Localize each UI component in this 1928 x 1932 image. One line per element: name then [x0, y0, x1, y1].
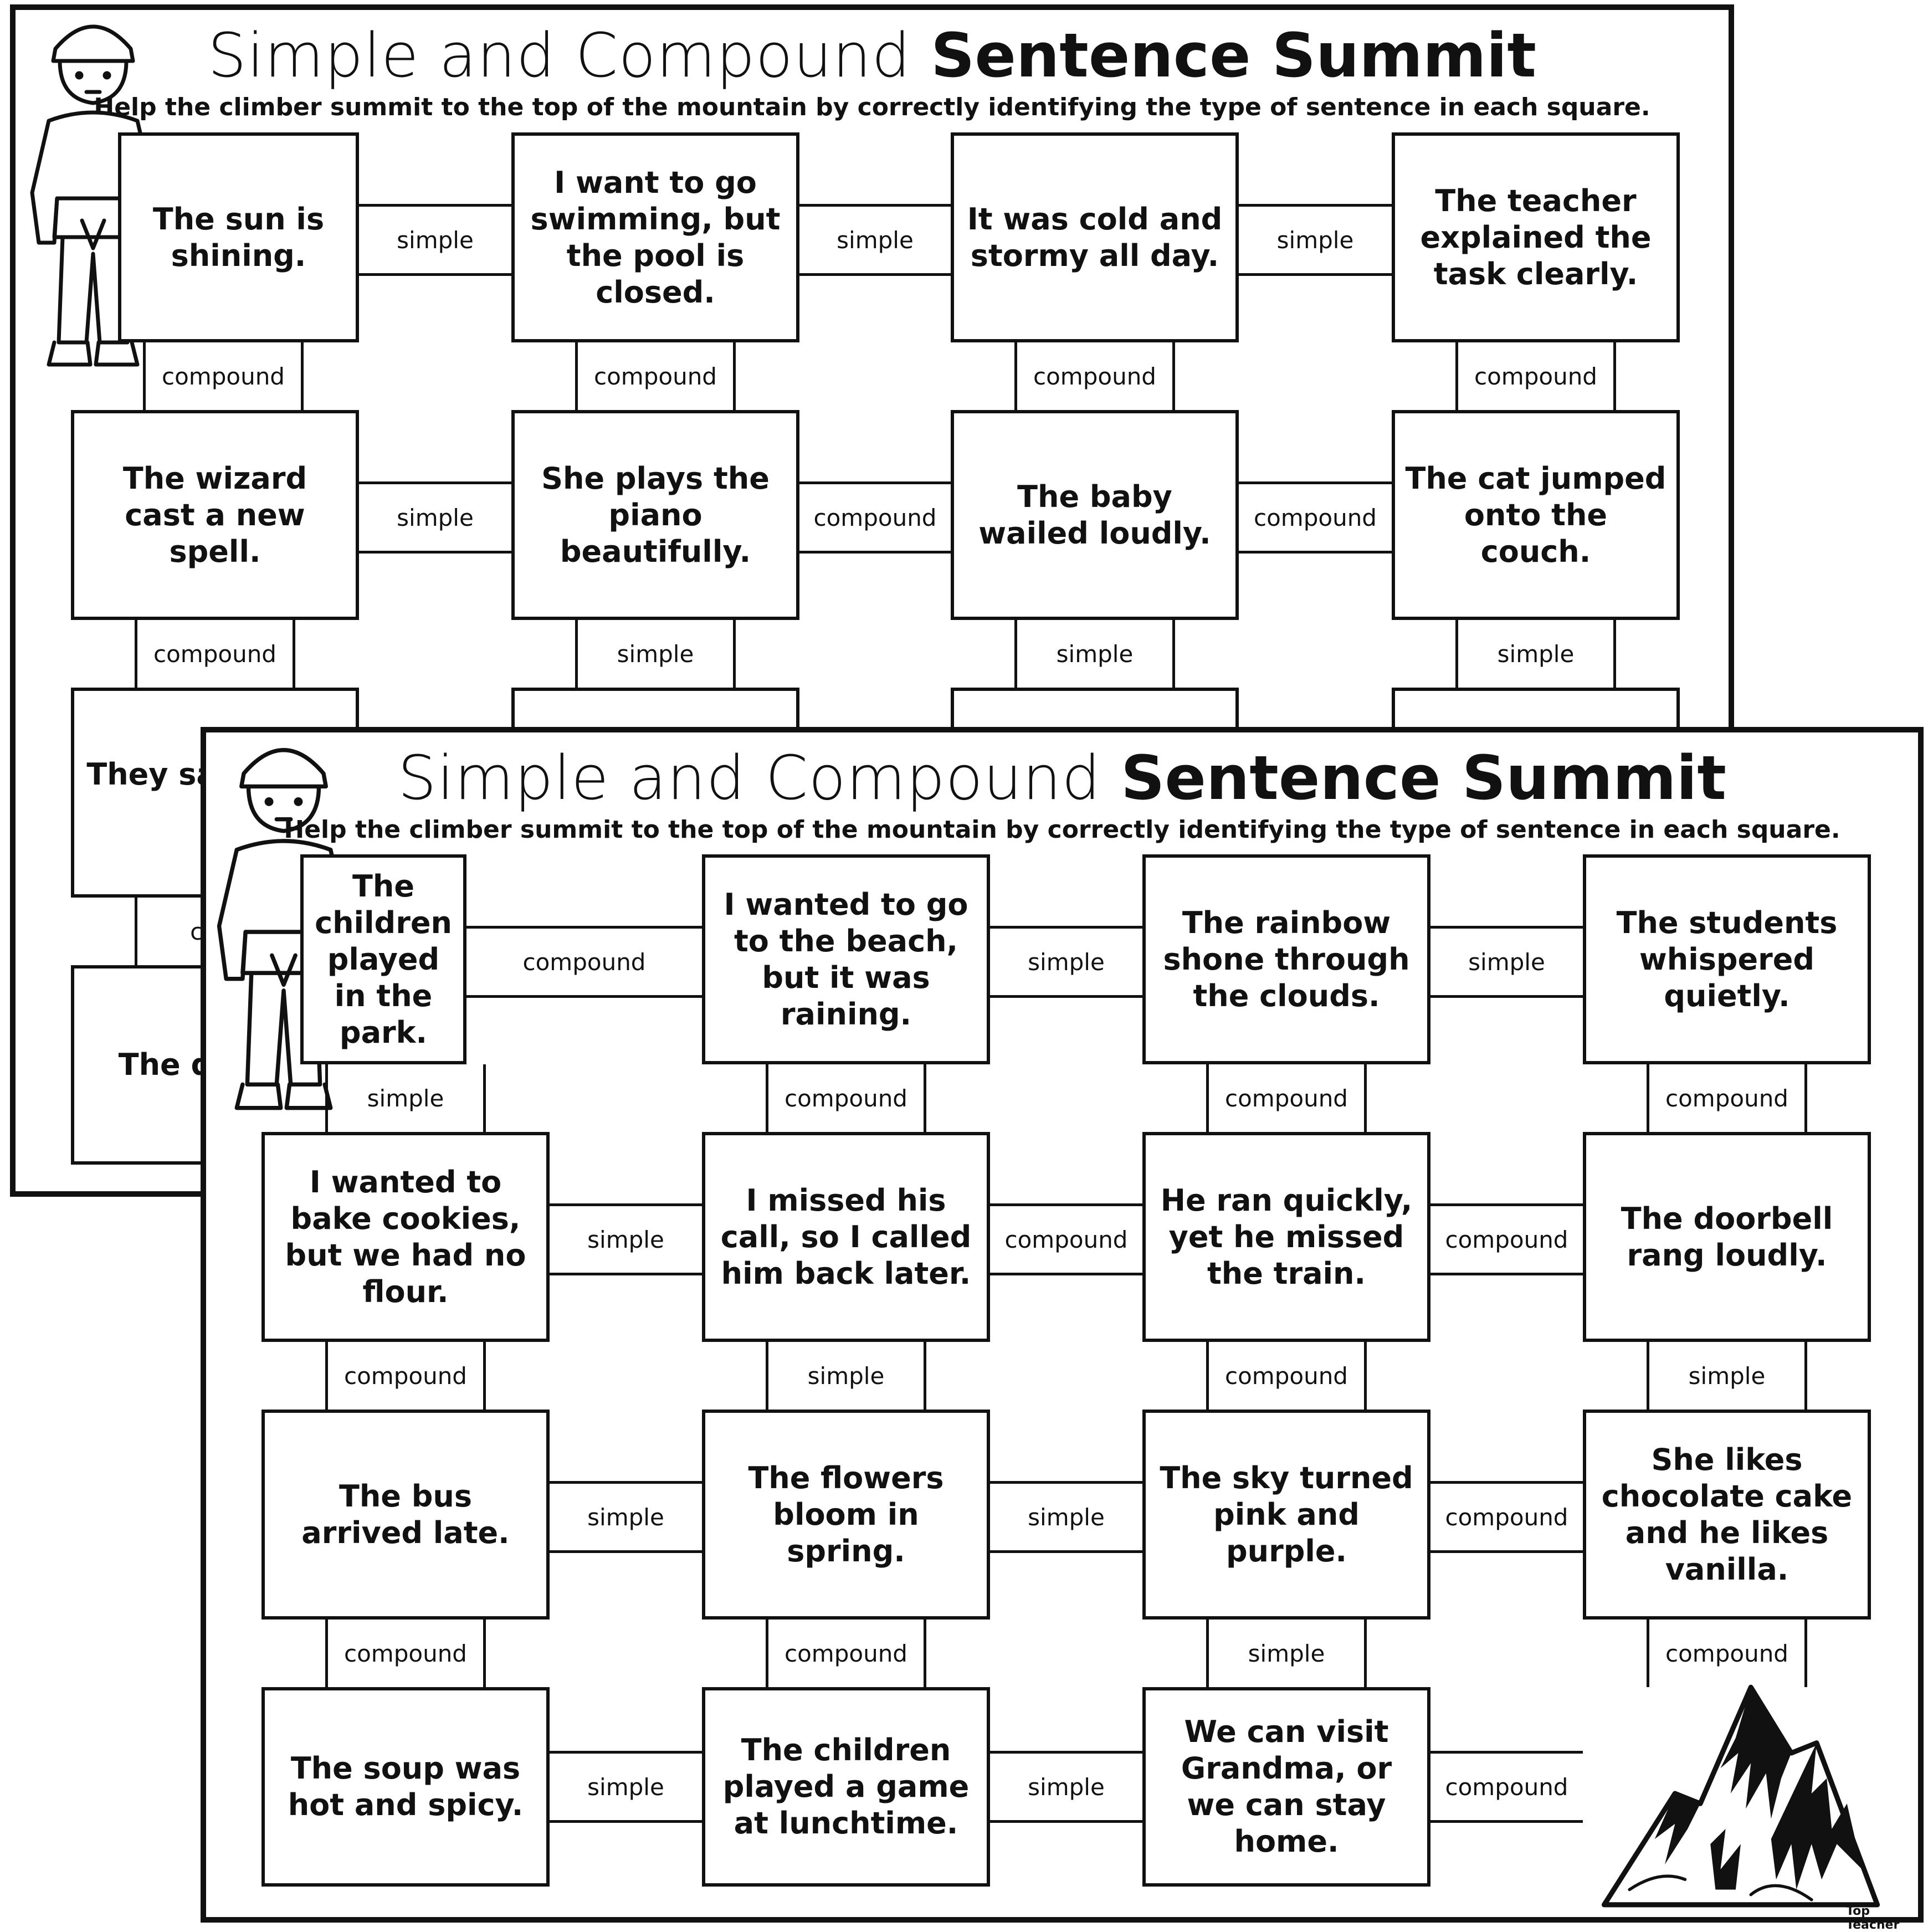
connector-label[interactable]: compound: [1430, 1481, 1583, 1553]
sentence-square[interactable]: The teacher explained the task clearly.: [1392, 132, 1680, 342]
connector-label[interactable]: simple: [990, 1481, 1142, 1553]
connector-label[interactable]: simple: [990, 926, 1142, 998]
sentence-square[interactable]: The baby wailed loudly.: [951, 410, 1239, 620]
worksheet-instructions: Help the climber summit to the top of th…: [284, 816, 1840, 844]
connector-label[interactable]: compound: [325, 1342, 486, 1410]
sentence-square[interactable]: He ran quickly, yet he missed the train.: [1142, 1132, 1430, 1342]
sentence-square[interactable]: She plays the piano beautifully.: [511, 410, 799, 620]
connector-label[interactable]: simple: [766, 1342, 926, 1410]
connector-label[interactable]: simple: [359, 204, 511, 276]
connector-label[interactable]: simple: [990, 1751, 1142, 1823]
sentence-square[interactable]: The children played a game at lunchtime.: [702, 1687, 990, 1887]
connector-label[interactable]: compound: [1647, 1620, 1807, 1687]
worksheet-title: Simple and Compound Sentence Summit: [398, 742, 1726, 813]
connector-label[interactable]: compound: [466, 926, 702, 998]
sentence-square[interactable]: The students whispered quietly.: [1583, 854, 1871, 1064]
connector-label[interactable]: compound: [990, 1203, 1142, 1275]
connector-label[interactable]: simple: [1430, 926, 1583, 998]
sentence-square[interactable]: The soup was hot and spicy.: [261, 1687, 550, 1887]
sentence-square[interactable]: She likes chocolate cake and he likes va…: [1583, 1410, 1871, 1620]
connector-label[interactable]: compound: [1014, 342, 1175, 410]
connector-label[interactable]: compound: [1647, 1064, 1807, 1132]
sentence-square[interactable]: I want to go swimming, but the pool is c…: [511, 132, 799, 342]
connector-label[interactable]: compound: [766, 1620, 926, 1687]
sentence-square[interactable]: I missed his call, so I called him back …: [702, 1132, 990, 1342]
connector-label[interactable]: simple: [575, 620, 736, 688]
connector-label[interactable]: simple: [1239, 204, 1392, 276]
connector-label[interactable]: simple: [1206, 1620, 1367, 1687]
sentence-square[interactable]: The rainbow shone through the clouds.: [1142, 854, 1430, 1064]
sentence-square[interactable]: I wanted to go to the beach, but it was …: [702, 854, 990, 1064]
connector-label[interactable]: compound: [575, 342, 736, 410]
connector-label[interactable]: simple: [550, 1751, 702, 1823]
connector-label[interactable]: simple: [359, 481, 511, 554]
connector-label[interactable]: simple: [550, 1203, 702, 1275]
sentence-square[interactable]: The flowers bloom in spring.: [702, 1410, 990, 1620]
worksheet-title: Simple and Compound Sentence Summit: [208, 20, 1536, 91]
sentence-square[interactable]: The wizard cast a new spell.: [71, 410, 359, 620]
connector-label[interactable]: compound: [1239, 481, 1392, 554]
sentence-square[interactable]: It was cold and stormy all day.: [951, 132, 1239, 342]
connector-label[interactable]: compound: [1206, 1064, 1367, 1132]
worksheet-instructions: Help the climber summit to the top of th…: [94, 93, 1650, 121]
connector-label[interactable]: simple: [1647, 1342, 1807, 1410]
connector-label[interactable]: compound: [1206, 1342, 1367, 1410]
connector-label[interactable]: simple: [1455, 620, 1616, 688]
sentence-square[interactable]: The sky turned pink and purple.: [1142, 1410, 1430, 1620]
connector-label[interactable]: compound: [325, 1620, 486, 1687]
sentence-square[interactable]: The bus arrived late.: [261, 1410, 550, 1620]
connector-label[interactable]: simple: [1014, 620, 1175, 688]
connector-label[interactable]: compound: [1430, 1203, 1583, 1275]
mountain-icon: [1601, 1684, 1880, 1908]
connector-label[interactable]: compound: [135, 620, 295, 688]
sentence-square[interactable]: The doorbell rang loudly.: [1583, 1132, 1871, 1342]
connector-label[interactable]: compound: [143, 342, 304, 410]
sentence-square[interactable]: The children played in the park.: [300, 854, 466, 1064]
connector-label[interactable]: compound: [1430, 1751, 1583, 1823]
connector-label[interactable]: simple: [799, 204, 951, 276]
connector-label[interactable]: compound: [766, 1064, 926, 1132]
sentence-square[interactable]: We can visit Grandma, or we can stay hom…: [1142, 1687, 1430, 1887]
connector-label[interactable]: compound: [1455, 342, 1616, 410]
sentence-square[interactable]: The cat jumped onto the couch.: [1392, 410, 1680, 620]
sentence-square[interactable]: The sun is shining.: [118, 132, 359, 342]
sentence-square[interactable]: I wanted to bake cookies, but we had no …: [261, 1132, 550, 1342]
connector-label[interactable]: simple: [325, 1064, 486, 1132]
front-worksheet: Simple and Compound Sentence Summit Help…: [201, 727, 1924, 1932]
connector-label[interactable]: compound: [799, 481, 951, 554]
connector-label[interactable]: simple: [550, 1481, 702, 1553]
